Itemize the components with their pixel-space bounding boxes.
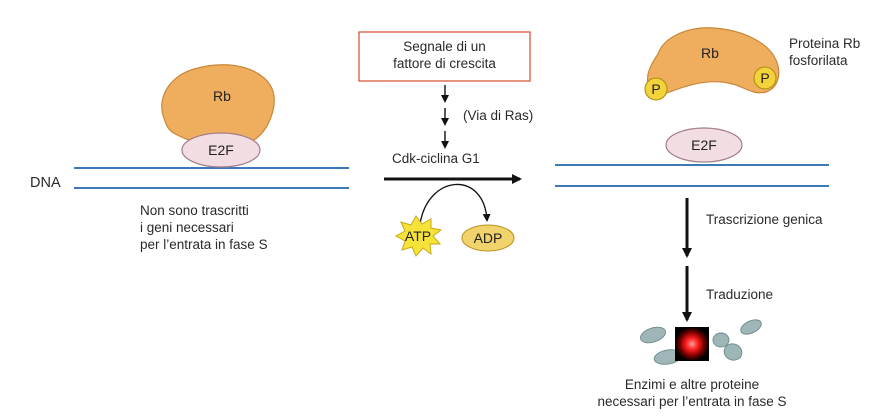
atp-label: ATP — [405, 228, 431, 244]
atp-to-adp-arrow — [419, 183, 491, 225]
phosphate-group-right — [753, 66, 777, 90]
pointer-indicator — [675, 327, 709, 361]
adp-label: ADP — [474, 230, 503, 246]
dna-label: DNA — [30, 175, 61, 191]
growth-signal-box — [358, 31, 531, 82]
atp-star — [394, 215, 443, 257]
phosphorylated-rb-label: Proteina Rb fosforilata — [789, 36, 861, 68]
e2f-protein-right — [665, 127, 743, 163]
adp-ellipse — [461, 224, 515, 252]
e2f-protein-left — [181, 132, 261, 168]
phosphate-label-right: P — [760, 70, 769, 86]
phosphate-group-left — [644, 77, 668, 101]
gene-transcription-label: Trascrizione genica — [706, 212, 823, 227]
rb-label-left: Rb — [213, 88, 231, 104]
translation-label: Traduzione — [706, 287, 774, 302]
rb-protein-phosphorylated — [647, 27, 780, 96]
rb-protein-left — [161, 64, 275, 147]
not-transcribed-label: Non sono trascritti i geni necessari per… — [140, 203, 268, 252]
enzymes-label: Enzimi e altre proteine necessari per l’… — [597, 377, 787, 409]
phosphate-label-left: P — [651, 81, 660, 97]
protein-blob — [712, 332, 730, 348]
protein-blob — [723, 343, 743, 361]
ras-pathway-label: (Via di Ras) — [463, 108, 534, 123]
growth-signal-label: Segnale di un fattore di crescita — [393, 39, 496, 71]
protein-blob — [740, 319, 762, 335]
rb-label-right: Rb — [701, 45, 719, 61]
e2f-label-left: E2F — [208, 142, 234, 158]
e2f-label-right: E2F — [691, 137, 717, 153]
protein-blob — [639, 326, 667, 344]
cdk-cyclin-label: Cdk-ciclina G1 — [392, 151, 480, 166]
